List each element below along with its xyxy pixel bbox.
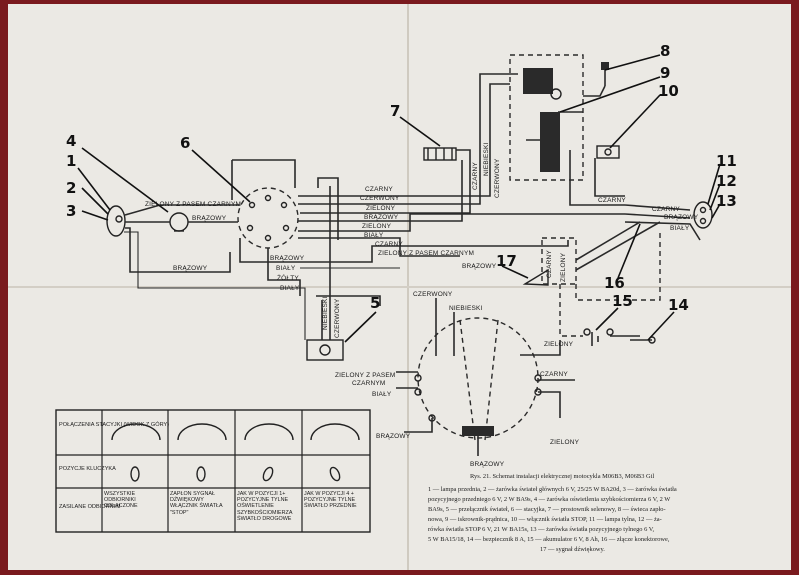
callout-3: 3 xyxy=(66,202,76,220)
spark-plug xyxy=(601,62,609,86)
callout-arrows xyxy=(77,54,721,343)
magneto-generator xyxy=(509,54,584,181)
wire-label: BIAŁY xyxy=(276,265,296,272)
callout-2: 2 xyxy=(66,179,76,197)
wire-label: ZIELONY xyxy=(544,341,574,348)
wire-label: CZERWONY xyxy=(494,158,501,198)
wire-label: CZERWONY xyxy=(413,291,453,298)
callout-7: 7 xyxy=(390,102,400,120)
caption-line: 5 W BA15/18, 14 — bezpiecznik 8 A, 15 — … xyxy=(428,536,670,543)
wire-label: ZIELONY Z PASEM xyxy=(335,372,396,379)
front-lamp xyxy=(106,205,126,237)
wiring-harness xyxy=(124,73,701,456)
callout-9: 9 xyxy=(660,64,670,82)
wire-label: ZIELONY Z PASEM CZARNYM xyxy=(145,201,241,208)
battery xyxy=(583,328,614,346)
wire-labels: ZIELONY Z PASEM CZARNYM BRĄZOWY CZARNY C… xyxy=(145,142,699,468)
wire-label: CZARNY xyxy=(365,186,393,193)
wire-label: CZARNY xyxy=(375,241,403,248)
table-powered-cell: WSZYSTKIE ODBIORNIKI ODŁĄCZONE xyxy=(104,491,138,510)
figure-caption: Rys. 21. Schemat instalacji elektrycznej… xyxy=(428,473,677,553)
wire-label: ZIELONY xyxy=(362,223,392,230)
wire-label: BRĄZOWY xyxy=(173,265,208,272)
caption-line: nowa, 9 — iskrownik-prądnica, 10 — włącz… xyxy=(428,516,662,523)
wire-label: ZIELONY xyxy=(366,205,396,212)
wire-label: NIEBIESKI xyxy=(449,305,483,312)
callout-12: 12 xyxy=(716,172,737,190)
wire-label: BRĄZOWY xyxy=(270,255,305,262)
callout-4: 4 xyxy=(66,132,76,150)
table-row-header: POZYCJE KLUCZYKA xyxy=(59,466,116,472)
callout-10: 10 xyxy=(658,82,679,100)
wire-label: NIEBIESKI xyxy=(483,142,490,176)
table-powered-cell: JAK W POZYCJI 4 + POZYCYJNE TYLNE ŚWIATŁ… xyxy=(304,491,357,510)
table-powered-cell: JAK W POZYCJI 1+ POZYCYJNE TYLNE OŚWIETL… xyxy=(237,491,293,522)
wire-label: BRĄZOWY xyxy=(192,215,227,222)
wire-label: CZARNY xyxy=(472,162,479,190)
wire-label: CZARNY xyxy=(598,197,626,204)
light-switch xyxy=(306,339,344,361)
callout-1: 1 xyxy=(66,152,76,170)
wire-label: ŻÓŁTY xyxy=(277,273,299,282)
caption-line: 1 — lampa przednia, 2 — żarówka świateł … xyxy=(428,486,677,493)
stop-switch xyxy=(596,145,620,159)
wire-label: ZIELONY Z PASEM CZARNYM xyxy=(378,250,474,257)
wire-label: CZARNY xyxy=(652,206,680,213)
wire-label: NIEBIESKI xyxy=(322,296,329,330)
wire-label: BRĄZOWY xyxy=(376,433,411,440)
wire-label: CZERWONY xyxy=(334,298,341,338)
caption-line: BA9s, 5 — przełącznik świateł, 6 — stacy… xyxy=(428,506,666,513)
callout-16: 16 xyxy=(604,274,625,292)
callout-6: 6 xyxy=(180,134,190,152)
wire-label: BIAŁY xyxy=(364,232,384,239)
horn xyxy=(522,268,549,286)
callout-11: 11 xyxy=(716,152,737,170)
callout-5: 5 xyxy=(370,294,380,312)
selenium-rectifier xyxy=(423,147,457,161)
wire-label: BIAŁY xyxy=(372,391,392,398)
rear-lamp xyxy=(693,201,713,229)
callout-17: 17 xyxy=(496,252,517,270)
callout-15: 15 xyxy=(612,292,633,310)
callout-8: 8 xyxy=(660,42,670,60)
wire-label: BIAŁY xyxy=(670,225,690,232)
table-powered-cell: ZAPŁON SYGNAŁ DŹWIĘKOWY WŁĄCZNIK ŚWIATŁA… xyxy=(170,491,223,516)
wire-label: BRĄZOWY xyxy=(462,263,497,270)
wire-label: CZERWONY xyxy=(360,195,400,202)
wire-label: BRĄZOWY xyxy=(664,214,699,221)
caption-title: Rys. 21. Schemat instalacji elektrycznej… xyxy=(470,473,654,480)
connector-block xyxy=(541,237,577,285)
caption-line: rówka światła STOP 6 V, 21 W BA15s, 13 —… xyxy=(428,526,655,533)
callout-13: 13 xyxy=(716,192,737,210)
wire-label: BIAŁY xyxy=(280,285,300,292)
table-row-header: ZASILANE ODBIORNIKI xyxy=(59,504,121,510)
key-position-table: POŁĄCZENIA STACYJKI (WIDOK Z GÓRY) POZYC… xyxy=(55,409,371,533)
callout-14: 14 xyxy=(668,296,689,314)
wire-label: ZIELONY xyxy=(550,439,580,446)
wire-label: BRĄZOWY xyxy=(364,214,399,221)
table-row-header: POŁĄCZENIA STACYJKI (WIDOK Z GÓRY) xyxy=(59,421,169,428)
caption-line: 17 — sygnał dźwiękowy. xyxy=(540,546,605,553)
wire-label: CZARNYM xyxy=(352,380,386,387)
caption-line: pozycyjnego przedniego 6 V, 2 W BA9s, 4 … xyxy=(428,496,671,503)
wire-label: CZARNY xyxy=(546,250,553,278)
wire-label: BRĄZOWY xyxy=(470,461,505,468)
wire-label: ZIELONY xyxy=(560,252,567,282)
wire-label: CZARNY xyxy=(540,371,568,378)
